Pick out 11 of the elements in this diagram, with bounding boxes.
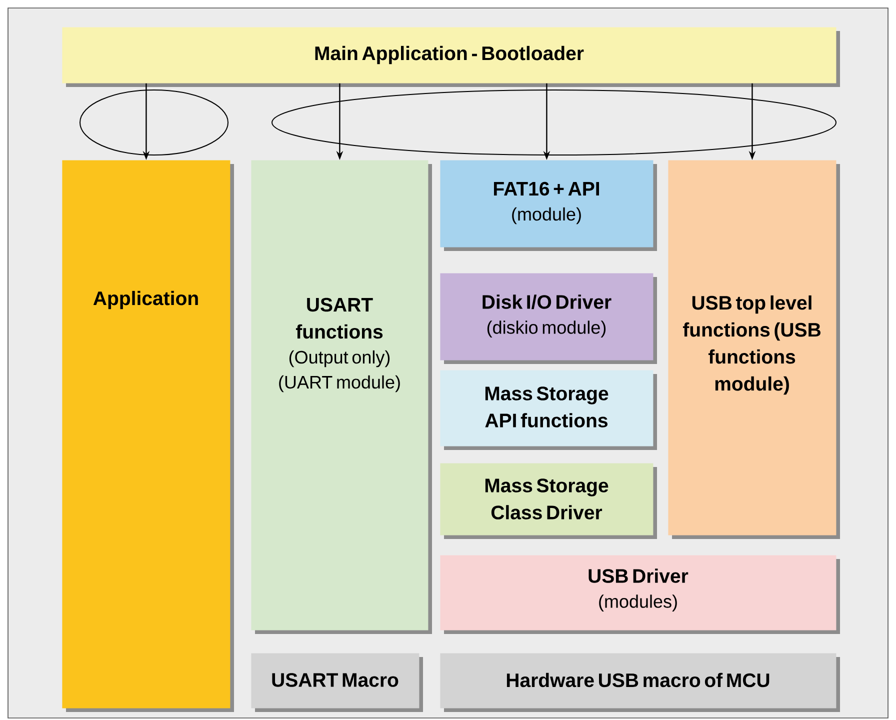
block-box: Main Application - Bootloader (62, 27, 840, 87)
block-box: Disk I/O Driver (diskio module) (440, 273, 657, 364)
block-box: USB top level functions (USB functions module) (668, 160, 840, 539)
block-box: Application (62, 160, 234, 712)
block-box: USB Driver (modules) (440, 555, 840, 634)
block-box: USART functions (Output only) (UART module) (251, 160, 432, 634)
block-box: FAT16 + API (module) (440, 160, 657, 251)
block-box: Mass Storage API functions (440, 370, 657, 450)
block-box: Mass Storage Class Driver (440, 463, 657, 539)
block-box: USART Macro (251, 653, 423, 712)
block-box: Hardware USB macro of MCU (440, 653, 840, 712)
